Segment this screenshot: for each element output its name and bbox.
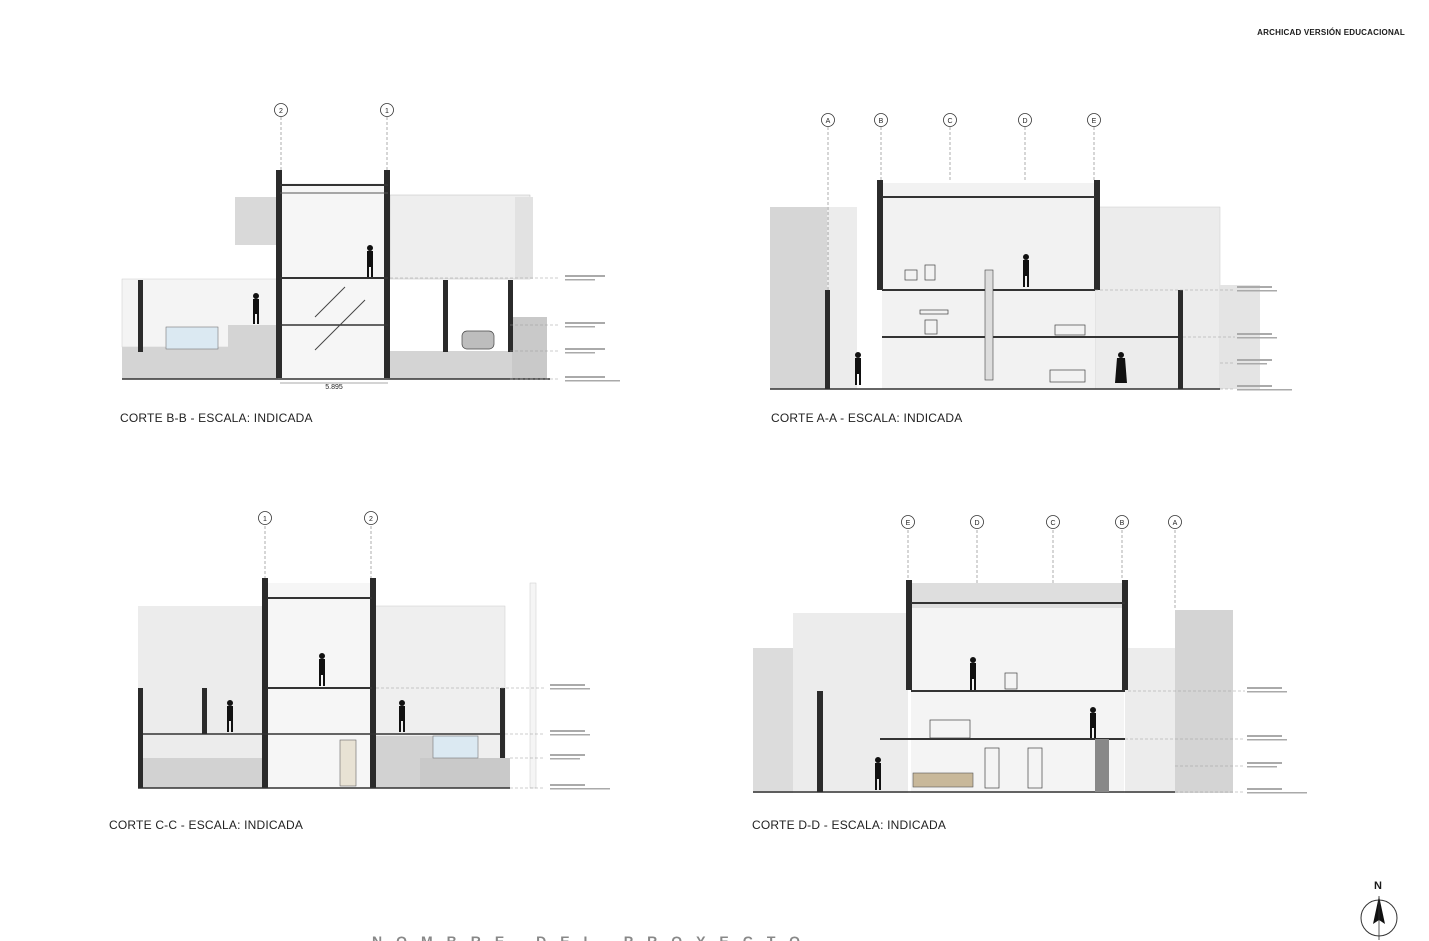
grid-axis-label: C — [1050, 520, 1055, 527]
section-dd-drawing: E D C B A — [745, 508, 1320, 803]
grid-axis-label: A — [826, 118, 831, 125]
grid-axis-label: B — [879, 118, 884, 125]
section-cc-caption: CORTE C-C - ESCALA: INDICADA — [109, 818, 304, 832]
grid-axis-label: 1 — [263, 516, 267, 523]
grid-axis-label: 1 — [385, 108, 389, 115]
project-title: NOMBRE DEL PROYECTO — [372, 933, 815, 941]
grid-axis-label: E — [1092, 118, 1097, 125]
north-arrow-icon — [1360, 896, 1398, 940]
grid-axis-label: B — [1120, 520, 1125, 527]
grid-axis-label: 2 — [369, 516, 373, 523]
grid-axis-label: D — [1022, 118, 1027, 125]
grid-axis-label: A — [1173, 520, 1178, 527]
grid-axis-label: E — [906, 520, 911, 527]
grid-axis-label: C — [947, 118, 952, 125]
north-label: N — [1374, 880, 1382, 892]
section-aa-drawing: A B C D E — [765, 105, 1305, 400]
dimension-label: 5.895 — [325, 384, 343, 391]
grid-axis-label: D — [974, 520, 979, 527]
section-cc-drawing: 1 2 — [130, 508, 620, 798]
watermark-label: ARCHICAD VERSIÓN EDUCACIONAL — [1257, 28, 1405, 37]
section-dd-caption: CORTE D-D - ESCALA: INDICADA — [752, 818, 947, 832]
section-bb-drawing: 2 1 5.895 — [110, 95, 640, 395]
grid-axis-label: 2 — [279, 108, 283, 115]
section-aa-caption: CORTE A-A - ESCALA: INDICADA — [771, 411, 963, 425]
section-bb-caption: CORTE B-B - ESCALA: INDICADA — [120, 411, 313, 425]
